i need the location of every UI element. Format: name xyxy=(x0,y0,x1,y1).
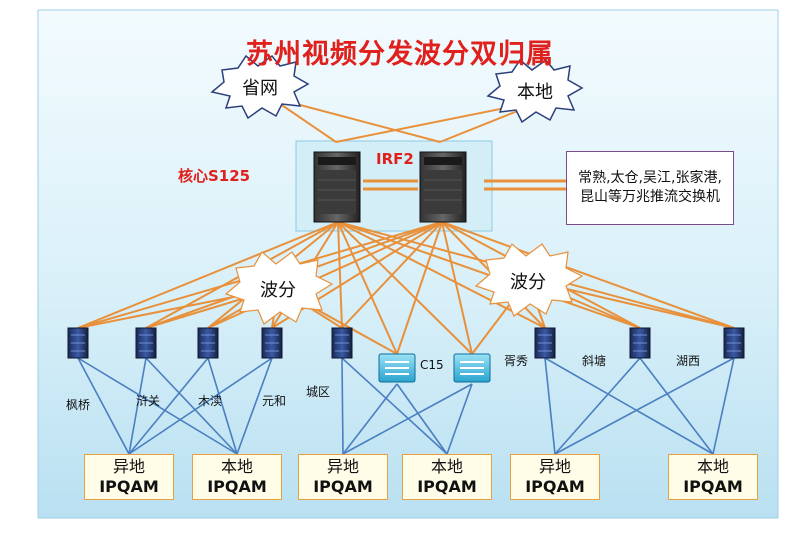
diagram-background xyxy=(37,9,779,519)
ipqam-type: 本地 xyxy=(430,457,463,476)
server-fengqiao xyxy=(67,327,89,359)
server-xietang xyxy=(629,327,651,359)
switch-c15-left xyxy=(378,353,416,383)
ipqam-type: 异地 xyxy=(326,457,359,476)
node-label-fengqiao: 枫桥 xyxy=(66,398,91,412)
ipqam-type: 异地 xyxy=(112,457,145,476)
cloud-bofen-right xyxy=(474,243,584,317)
ipqam-type: 异地 xyxy=(538,457,571,476)
node-label-xuguan: 浒关 xyxy=(136,394,161,408)
cloud-shengwang xyxy=(210,54,310,120)
server-yuanhe xyxy=(261,327,283,359)
external-link xyxy=(484,179,566,191)
ipqam-label: IPQAM xyxy=(99,477,159,496)
server-huxi xyxy=(723,327,745,359)
ipqam-label: IPQAM xyxy=(207,477,267,496)
server-xuguan xyxy=(135,327,157,359)
switch-c15-right xyxy=(453,353,491,383)
node-label-c15: C15 xyxy=(420,358,444,372)
server-chengqu xyxy=(331,327,353,359)
server-mudu xyxy=(197,327,219,359)
cloud-label-shengwang: 省网 xyxy=(242,78,278,99)
core-router-left xyxy=(313,151,361,223)
ipqam-label: IPQAM xyxy=(313,477,373,496)
access-links xyxy=(77,357,735,455)
irf-label: IRF2 xyxy=(376,150,414,168)
cloud-label-bofen-left: 波分 xyxy=(260,280,296,301)
external-switch-box: 常熟,太仓,吴江,张家港,昆山等万兆推流交换机 xyxy=(566,151,734,225)
node-label-mudu: 木渎 xyxy=(198,394,223,408)
diagram-title: 苏州视频分发波分双归属 xyxy=(246,39,554,70)
core-label: 核心S125 xyxy=(178,167,251,185)
cloud-label-bofen-right: 波分 xyxy=(510,272,546,293)
ipqam-label: IPQAM xyxy=(683,477,743,496)
server-xiuxiu xyxy=(534,327,556,359)
cloud-bendi xyxy=(486,58,584,124)
node-label-xietang: 斜塘 xyxy=(582,354,607,368)
node-label-huxi: 湖西 xyxy=(676,354,701,368)
node-label-yuanhe: 元和 xyxy=(262,394,287,408)
ipqam-type: 本地 xyxy=(696,457,729,476)
cloud-bofen-left xyxy=(224,251,334,325)
ipqam-type: 本地 xyxy=(220,457,253,476)
ipqam-label: IPQAM xyxy=(525,477,585,496)
ipqam-label: IPQAM xyxy=(417,477,477,496)
core-router-right xyxy=(419,151,467,223)
cloud-label-bendi: 本地 xyxy=(517,82,553,103)
irf-link xyxy=(363,179,418,191)
node-label-xiuxiu: 胥秀 xyxy=(504,354,529,368)
node-label-chengqu: 城区 xyxy=(306,385,331,399)
